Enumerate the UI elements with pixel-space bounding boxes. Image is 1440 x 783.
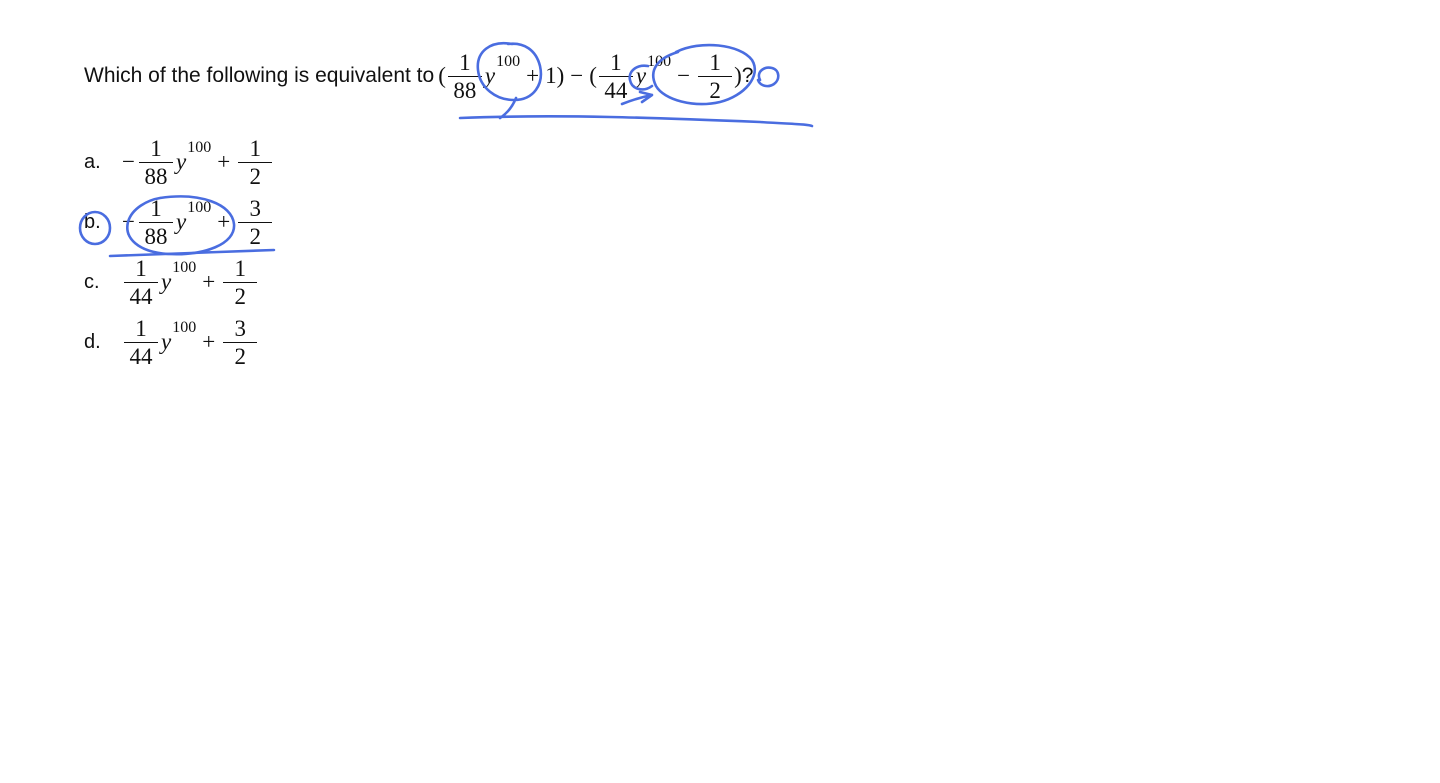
constant-fraction: 1 2: [238, 135, 273, 188]
fraction-denominator: 44: [124, 341, 158, 368]
constant-fraction: 3 2: [223, 315, 258, 368]
ink-circle-minus-2: [756, 66, 780, 88]
fraction-denominator: 2: [238, 161, 273, 188]
fraction-denominator: 2: [223, 281, 258, 308]
fraction-numerator: 3: [234, 315, 246, 341]
plus-operator: +: [217, 209, 231, 234]
fraction-numerator: 1: [249, 135, 261, 161]
variable-y: y: [635, 63, 647, 88]
variable-y: y: [175, 209, 187, 234]
option-expression: 1 44 y 100 + 3 2: [122, 317, 259, 368]
option-letter: b.: [84, 210, 101, 233]
fraction-numerator: 1: [459, 49, 471, 75]
fraction: 1 44: [124, 257, 158, 308]
plus-operator: +: [217, 149, 231, 174]
variable-y: y: [161, 269, 172, 294]
question-expression: ( 1 88 y 100 + 1 ) − ( 1 44 y 100 − 1 2 …: [438, 51, 742, 102]
ink-underline-question: [458, 115, 814, 128]
variable-y: y: [161, 329, 172, 354]
fraction-denominator: 44: [598, 75, 633, 102]
question-prompt: Which of the following is equivalent to: [84, 64, 435, 87]
plus-operator: +: [526, 63, 540, 88]
option-expression: − 1 88 y 100 + 3 2: [122, 197, 274, 248]
negative-sign: −: [122, 209, 135, 234]
fraction-numerator: 1: [150, 195, 162, 221]
fraction-denominator: 44: [124, 281, 158, 308]
minus-operator-2: −: [677, 63, 691, 88]
fraction-denominator: 88: [447, 75, 482, 102]
constant-one: 1: [545, 63, 557, 88]
exponent: 100: [647, 53, 672, 70]
question-mark: ?: [741, 64, 754, 87]
negative-sign: −: [122, 149, 135, 174]
constant-fraction: 1 2: [223, 255, 258, 308]
fraction-1-44: 1 44: [598, 49, 633, 102]
fraction-denominator: 2: [223, 341, 258, 368]
option-expression: 1 44 y 100 + 1 2: [122, 257, 259, 308]
minus-operator: −: [570, 63, 584, 88]
fraction-numerator: 3: [249, 195, 261, 221]
fraction-numerator: 1: [234, 255, 246, 281]
fraction: 1 44: [124, 317, 158, 368]
close-paren: ): [556, 63, 565, 88]
option-letter: a.: [84, 150, 101, 173]
exponent: 100: [496, 53, 521, 70]
exponent: 100: [187, 199, 212, 216]
fraction: 1 88: [138, 195, 173, 248]
exponent: 100: [172, 319, 197, 336]
fraction-numerator: 1: [610, 49, 622, 75]
fraction-1-88: 1 88: [447, 49, 482, 102]
fraction-denominator: 2: [698, 75, 733, 102]
exponent: 100: [172, 259, 197, 276]
fraction-denominator: 88: [138, 221, 173, 248]
fraction-numerator: 1: [709, 49, 721, 75]
open-paren-2: (: [589, 63, 597, 88]
fraction-numerator: 1: [150, 135, 162, 161]
fraction-denominator: 2: [238, 221, 273, 248]
option-c[interactable]: c. 1 44 y 100 + 1 2: [84, 252, 274, 312]
option-letter: c.: [84, 270, 100, 293]
fraction-denominator: 88: [138, 161, 173, 188]
variable-y: y: [484, 63, 496, 88]
option-letter: d.: [84, 330, 101, 353]
option-d[interactable]: d. 1 44 y 100 + 3 2: [84, 312, 274, 372]
plus-operator: +: [202, 269, 216, 294]
open-paren: (: [438, 63, 446, 88]
exponent: 100: [187, 139, 212, 156]
option-b[interactable]: b. − 1 88 y 100 + 3 2: [84, 192, 274, 252]
close-paren-2: ): [734, 63, 742, 88]
fraction-numerator: 1: [135, 315, 147, 341]
constant-fraction: 3 2: [238, 195, 273, 248]
option-a[interactable]: a. − 1 88 y 100 + 1 2: [84, 132, 274, 192]
fraction: 1 88: [138, 135, 173, 188]
plus-operator: +: [202, 329, 216, 354]
answer-options: a. − 1 88 y 100 + 1 2 b. − 1 88 y 100: [84, 132, 274, 372]
fraction-numerator: 1: [135, 255, 147, 281]
fraction-1-2: 1 2: [698, 49, 733, 102]
variable-y: y: [175, 149, 187, 174]
question-line: Which of the following is equivalent to …: [84, 36, 753, 116]
option-expression: − 1 88 y 100 + 1 2: [122, 137, 274, 188]
